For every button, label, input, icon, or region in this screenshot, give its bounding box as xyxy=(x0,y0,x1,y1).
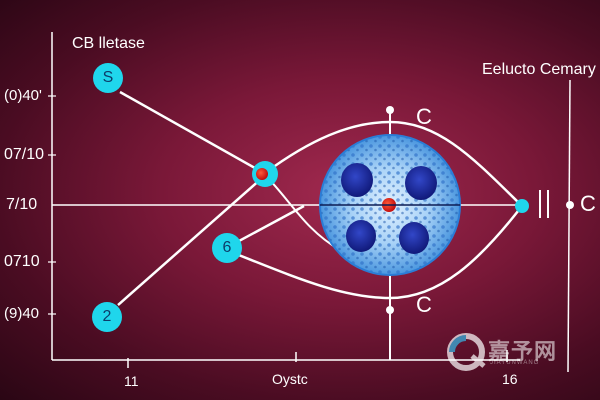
y-tick-label-1: (0)40' xyxy=(4,87,42,104)
label-c-bottom: C xyxy=(416,292,432,317)
watermark-sub: JIAYUNWANG xyxy=(490,360,540,366)
node-middle-label: 6 xyxy=(222,239,232,256)
marker-dot-right xyxy=(566,201,574,209)
watermark: 嘉予网 JIAYUNWANG xyxy=(444,332,584,372)
marker-dot-top xyxy=(386,106,394,114)
node-upper-junction-core xyxy=(256,168,268,180)
y-tick-label-5: (9)40 xyxy=(4,305,40,322)
connector-top-node xyxy=(119,90,263,174)
label-top-left: CB lletase xyxy=(72,35,145,52)
x-label-left: 11 xyxy=(124,373,139,389)
node-bottom-label: 2 xyxy=(102,308,112,325)
watermark-name: 嘉予网 xyxy=(488,339,558,364)
node-top-label: S xyxy=(102,69,114,86)
label-top-right: Eelucto Cemary xyxy=(482,61,596,78)
nucleus-2 xyxy=(405,166,437,200)
connector-bottom-node xyxy=(117,177,263,306)
marker-dot-bottom xyxy=(386,306,394,314)
y-tick-label-3: 7/10 xyxy=(6,196,38,213)
watermark-logo-icon xyxy=(447,333,486,371)
y-axis-right xyxy=(567,79,571,373)
y-tick-label-4: 0710 xyxy=(4,253,40,270)
y-tick-label-2: 07/10 xyxy=(4,146,45,163)
label-c-top: C xyxy=(416,104,432,129)
nucleus-3 xyxy=(346,220,376,252)
node-middle xyxy=(212,233,242,263)
x-label-right: 16 xyxy=(502,371,518,387)
node-right-end xyxy=(515,199,529,213)
nucleus-4 xyxy=(399,222,429,254)
nucleus-1 xyxy=(341,163,373,197)
label-c-right: C xyxy=(580,191,596,216)
node-top xyxy=(93,63,123,93)
x-label-center: Oystc xyxy=(272,371,308,387)
node-bottom xyxy=(92,302,122,332)
